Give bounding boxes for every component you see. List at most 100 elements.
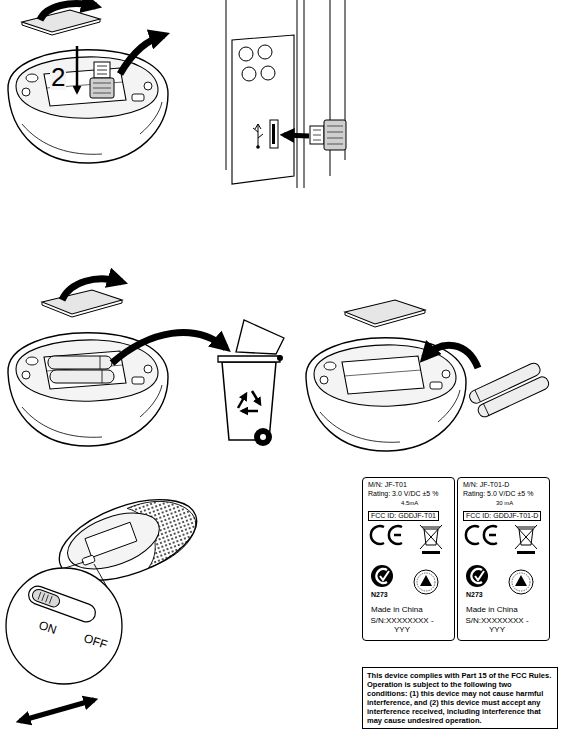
label-marks — [466, 526, 479, 544]
label-marks — [466, 525, 537, 594]
label-marks — [517, 551, 535, 554]
switch-label: ON — [37, 619, 58, 636]
note-text: This device complies with Part 15 of the… — [363, 668, 557, 728]
label-marks — [371, 565, 393, 587]
power-switch-detail — [6, 483, 207, 721]
computer-usb-port — [310, 126, 324, 144]
rating-label: M/N: JF-T01-DRating: 5.0 V/DC ±5 % 30 mA F… — [457, 477, 550, 641]
battery-insert-step — [306, 338, 466, 451]
mouse-receiver-step — [76, 46, 79, 92]
power-switch-detail — [31, 588, 61, 609]
label-marks — [466, 565, 488, 587]
mouse-receiver-step — [8, 50, 168, 163]
computer-usb-port — [239, 47, 253, 61]
label-text: Rating: 3.0 V/DC ±5 % — [368, 490, 438, 498]
label-text: Rating: 5.0 V/DC ±5 % — [463, 490, 533, 498]
mouse-receiver-step — [93, 83, 111, 93]
power-switch-detail — [6, 568, 122, 684]
battery-recycling-step — [62, 279, 122, 300]
battery-insert-step — [468, 360, 551, 419]
battery-recycling-step — [112, 333, 226, 363]
label-marks — [484, 526, 497, 544]
battery-recycling-step — [42, 300, 122, 317]
battery-insert-step — [424, 345, 478, 368]
battery-recycling-step — [8, 333, 168, 446]
battery-insert-step — [345, 310, 425, 327]
label-marks — [515, 575, 527, 586]
battery-insert-step — [345, 300, 425, 324]
mouse-receiver-step — [94, 62, 110, 78]
battery-recycling-step — [8, 279, 284, 446]
label-marks — [475, 571, 484, 580]
power-switch-detail — [38, 592, 52, 604]
battery-recycling-step — [100, 356, 102, 383]
power-switch-detail — [20, 700, 94, 721]
label-text: Made in China — [466, 605, 518, 614]
label-marks — [515, 525, 537, 549]
power-switch-detail — [60, 502, 167, 580]
label-marks — [371, 526, 384, 544]
computer-usb-port — [253, 124, 263, 146]
battery-recycling-step — [218, 356, 280, 362]
computer-usb-port — [226, 0, 227, 170]
label-marks — [420, 575, 432, 586]
battery-recycling-step — [238, 394, 246, 408]
label-marks — [509, 570, 533, 594]
label-text: S/N:XXXXXXXX -YYY — [464, 616, 530, 634]
label-text: Made in China — [371, 605, 423, 614]
power-switch-detail — [85, 522, 137, 557]
label-text: N273 — [466, 591, 483, 599]
power-switch-detail — [82, 555, 96, 566]
label-marks — [417, 573, 435, 591]
mouse-receiver-step — [40, 4, 96, 20]
label-marks — [512, 573, 530, 591]
computer-usb-port — [242, 67, 256, 81]
computer-usb-port — [313, 130, 321, 140]
computer-usb-port — [284, 135, 309, 136]
battery-recycling-step — [48, 356, 112, 369]
computer-usb-port — [256, 145, 260, 149]
label-text: N273 — [371, 591, 388, 599]
computer-usb-port — [232, 35, 294, 184]
battery-recycling-step — [50, 370, 114, 383]
power-switch-detail — [26, 584, 98, 625]
label-marks — [420, 525, 442, 549]
battery-recycling-step — [222, 362, 276, 440]
callout-number: 2 — [50, 64, 66, 90]
battery-insert-step — [306, 300, 551, 451]
battery-recycling-step — [260, 434, 266, 440]
label-marks — [371, 525, 442, 594]
computer-usb-port — [272, 124, 275, 144]
label-marks — [380, 571, 389, 580]
battery-recycling-step — [254, 428, 272, 446]
label-marks — [389, 526, 402, 544]
rating-label: M/N: JF-T01Rating: 3.0 V/DC ±5 % 4.5mA FCC… — [362, 477, 455, 641]
computer-usb-port — [258, 45, 272, 59]
label-marks — [422, 551, 440, 554]
label-text: S/N:XXXXXXXX -YYY — [369, 616, 435, 634]
mouse-receiver-step — [8, 4, 168, 163]
computer-usb-port — [226, 0, 346, 188]
label-text: FCC ID: GDDJF-T01-D — [463, 511, 541, 521]
power-switch-detail — [26, 584, 98, 625]
label-text: FCC ID: GDDJF-T01 — [368, 511, 439, 521]
computer-usb-port — [297, 0, 345, 188]
label-text: 30 mA — [496, 500, 513, 507]
mouse-receiver-step — [120, 35, 164, 74]
label-marks — [414, 570, 438, 594]
battery-recycling-step — [238, 391, 260, 411]
switch-label: OFF — [82, 632, 109, 651]
battery-recycling-step — [42, 290, 122, 314]
battery-recycling-step — [236, 320, 284, 354]
mouse-receiver-step — [90, 78, 114, 98]
label-text: M/N: JF-T01-D — [463, 481, 509, 489]
computer-usb-port — [327, 126, 343, 144]
label-text: 4.5mA — [401, 500, 418, 507]
battery-recycling-step — [252, 391, 260, 404]
battery-recycling-step — [242, 410, 258, 413]
label-text: M/N: JF-T01 — [368, 481, 407, 489]
computer-usb-port — [270, 120, 278, 148]
